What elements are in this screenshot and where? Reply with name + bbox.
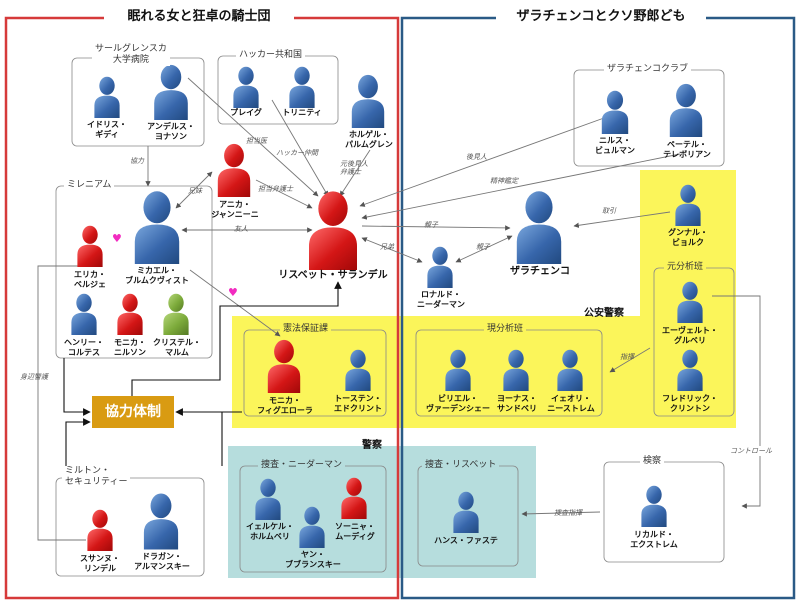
- edge-tantoi: 担当医: [246, 137, 267, 145]
- person-peter: ペーテル・ テレボリアン: [663, 140, 711, 159]
- koan-label: 公安警察: [584, 308, 624, 319]
- person-monika-n: モニカ・ ニルソン: [114, 338, 146, 357]
- group-saalgrensk: サールグレンスカ 大学病院: [92, 44, 170, 66]
- person-sonja: ソーニャ・ ムーディグ: [335, 522, 375, 541]
- edge-sousa-shiki: 捜査指揮: [554, 509, 582, 517]
- group-zalaclub: ザラチェンコクラブ: [604, 64, 692, 75]
- keisatsu-label: 警察: [362, 440, 382, 451]
- edge-seishin: 精神鑑定: [490, 177, 518, 185]
- group-sousa-n: 捜査・ニーダーマン: [258, 460, 346, 471]
- edge-oyako2: 親子: [476, 243, 490, 251]
- person-fredrik: フレドリック・ クリントン: [662, 394, 718, 413]
- person-trinity: トリニティ: [282, 108, 322, 117]
- person-henry: ヘンリー・ コルテス: [64, 338, 104, 357]
- relationship-edges: [37, 77, 761, 541]
- group-millennium: ミレニアム: [64, 180, 115, 191]
- person-dragan: ドラガン・ アルマンスキー: [134, 552, 190, 571]
- edge-kouken: 後見人: [466, 153, 487, 161]
- group-kensatsu: 検察: [640, 456, 665, 467]
- edge-kyoryoku: 協力: [130, 157, 144, 165]
- group-sousa-l: 捜査・リスベット: [422, 460, 500, 471]
- right-title: ザラチェンコとクソ野郎ども: [496, 6, 706, 28]
- person-birger: ビリエル・ ヴァーデンシェー: [426, 394, 490, 413]
- kyoryoku-box: 協力体制: [92, 396, 174, 428]
- edge-tanto-bengoshi: 担当弁護士: [258, 185, 293, 193]
- person-kristel: クリステル・ マルム: [153, 338, 201, 357]
- edge-shinpen: 身辺警護: [20, 373, 48, 381]
- group-kenpo: 憲法保証課: [280, 324, 332, 335]
- heart-icon: ♥: [112, 232, 122, 245]
- millennium-box: [55, 185, 213, 359]
- person-susanne: スサンヌ・ リンデル: [80, 554, 120, 573]
- edge-hacker-nakama: ハッカー仲間: [276, 149, 318, 157]
- person-jerker: イェルケル・ ホルムベリ: [246, 522, 294, 541]
- edge-control: コントロール: [730, 446, 772, 456]
- heart-icon: ♥: [228, 286, 238, 299]
- person-plague: プレイグ: [230, 108, 262, 117]
- person-zalachenko: ザラチェンコ: [510, 266, 570, 277]
- person-holger: ホルゲル・ パルムグレン: [345, 130, 393, 149]
- person-evert: エーヴェルト・ グルベリ: [662, 326, 718, 345]
- edge-shiki: 指揮: [620, 353, 634, 361]
- person-erika: エリカ・ ベルジェ: [74, 270, 106, 289]
- person-annika: アニカ・ ジャンニーニ: [211, 200, 259, 219]
- person-jonas: ヨーナス・ サンドベリ: [497, 394, 537, 413]
- group-motobunseki: 元分析班: [664, 262, 707, 273]
- person-idris: イドリス・ ギディ: [87, 120, 127, 139]
- person-torsten: トーステン・ エドクリント: [334, 394, 382, 413]
- kyoryoku-arrows: [63, 281, 342, 478]
- person-nils: ニルス・ ビュルマン: [595, 136, 635, 155]
- edge-torihiki: 取引: [602, 207, 616, 215]
- group-milton: ミルトン・ セキュリティー: [62, 466, 131, 488]
- koan-area: [232, 170, 736, 428]
- person-hans: ハンス・ファステ: [434, 536, 498, 545]
- person-mikael: ミカエル・ ブルムクヴィスト: [125, 266, 189, 285]
- person-anders: アンデルス・ ヨナソン: [147, 122, 195, 141]
- edge-yujin: 友人: [234, 225, 248, 233]
- person-gunnar: グンナル・ ビョルク: [668, 228, 708, 247]
- person-lisbeth: リスベット・サランデル: [278, 270, 388, 281]
- edge-oyako1: 親子: [424, 221, 438, 229]
- group-genbunseki: 現分析班: [484, 324, 527, 335]
- edge-kyodai: 兄妹: [188, 187, 202, 195]
- person-ricard: リカルド・ エクストレム: [630, 530, 678, 549]
- person-jeori: イェオリ・ ニーストレム: [547, 394, 595, 413]
- edge-moto-kouken: 元後見人 弁護士: [340, 160, 368, 176]
- person-jan: ヤン・ ブブランスキー: [285, 550, 341, 569]
- group-hacker: ハッカー共和国: [236, 50, 306, 61]
- person-ronald: ロナルド・ ニーダーマン: [417, 290, 465, 309]
- person-monika-f: モニカ・ フィグエローラ: [257, 396, 313, 415]
- edge-kyodai2: 兄弟: [380, 243, 394, 251]
- left-title: 眠れる女と狂卓の騎士団: [104, 6, 294, 28]
